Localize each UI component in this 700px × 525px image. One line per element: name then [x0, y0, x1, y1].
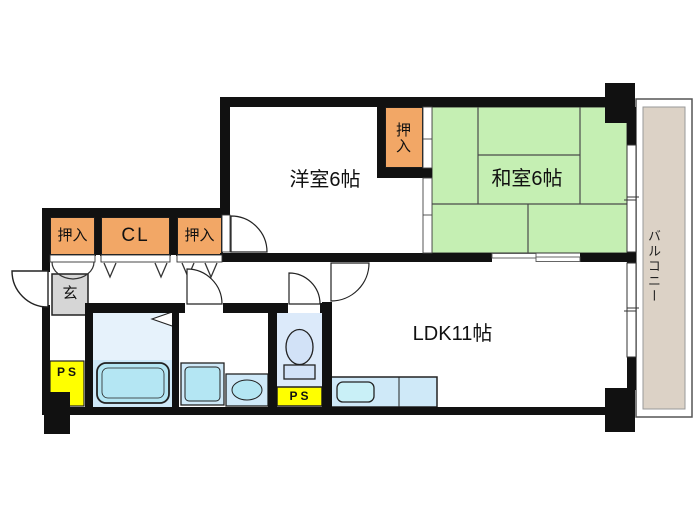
wall-left-upper [42, 208, 50, 272]
wall-bathroom-west [85, 303, 93, 415]
wall-east-1 [627, 107, 636, 145]
wall-east-2 [627, 252, 636, 263]
wall-oshiire-west [377, 103, 385, 178]
balcony-area [635, 98, 693, 418]
wall-east-3 [627, 357, 636, 390]
wall-closet-divider-2 [170, 217, 177, 255]
closet-fronts [49, 254, 223, 280]
door-washroom [186, 268, 223, 305]
wall-oshiire-south [377, 168, 432, 178]
window-japanese-room [626, 144, 637, 253]
wall-left-lower [42, 305, 50, 415]
wall-corridor-south-1 [85, 303, 185, 313]
balcony-floor [642, 106, 686, 410]
kitchen-counter [327, 376, 438, 408]
balcony-windows [624, 144, 639, 358]
oshiire-japanese-box [384, 106, 424, 169]
kitchen-sink [336, 381, 375, 403]
fusuma-japanese-ldk-left [491, 253, 537, 259]
wall-closet-divider-1 [95, 217, 101, 255]
pipe-space-toilet-box [276, 386, 323, 407]
walls [42, 83, 636, 434]
pillar-top-right [605, 83, 635, 123]
toilet [283, 328, 316, 380]
washroom-sink [225, 373, 269, 407]
pillar-bottom-left [44, 392, 70, 434]
sliding-doors [422, 106, 581, 262]
wall-ldk-west-lower [322, 302, 332, 415]
door-leaf-western-room [221, 214, 231, 253]
wall-closet-top [42, 208, 230, 217]
tatami-lines [432, 107, 627, 253]
storage-cells [49, 106, 424, 256]
fusuma-western-japanese [422, 177, 433, 254]
wall-bath-wash-divider [172, 303, 179, 415]
door-western-room [230, 215, 268, 253]
window-ldk [626, 262, 637, 358]
wall-top [220, 97, 618, 107]
door-entrance [11, 270, 49, 308]
doors [11, 214, 370, 308]
wall-mid-horizontal-west [220, 253, 492, 262]
pillar-bottom-right [605, 388, 635, 432]
washing-machine-pan [180, 362, 225, 406]
wall-western-room-west [220, 97, 230, 215]
wall-corridor-south-2 [223, 303, 288, 313]
door-toilet [288, 272, 321, 305]
oshiire-west-box [49, 216, 96, 256]
japanese-room-floor [431, 106, 628, 254]
wall-toilet-west [268, 303, 277, 415]
closet-box [100, 216, 171, 256]
fusuma-japanese-ldk-right [535, 256, 581, 262]
wall-mid-horizontal-east [580, 253, 636, 262]
entrance-floor [51, 273, 89, 316]
oshiire-mid-box [176, 216, 223, 256]
door-ldk [330, 262, 370, 302]
wall-ldk-west-upper [322, 253, 332, 262]
wall-bottom [42, 407, 635, 415]
bathtub [96, 362, 170, 404]
fusuma-oshiire [422, 106, 433, 169]
